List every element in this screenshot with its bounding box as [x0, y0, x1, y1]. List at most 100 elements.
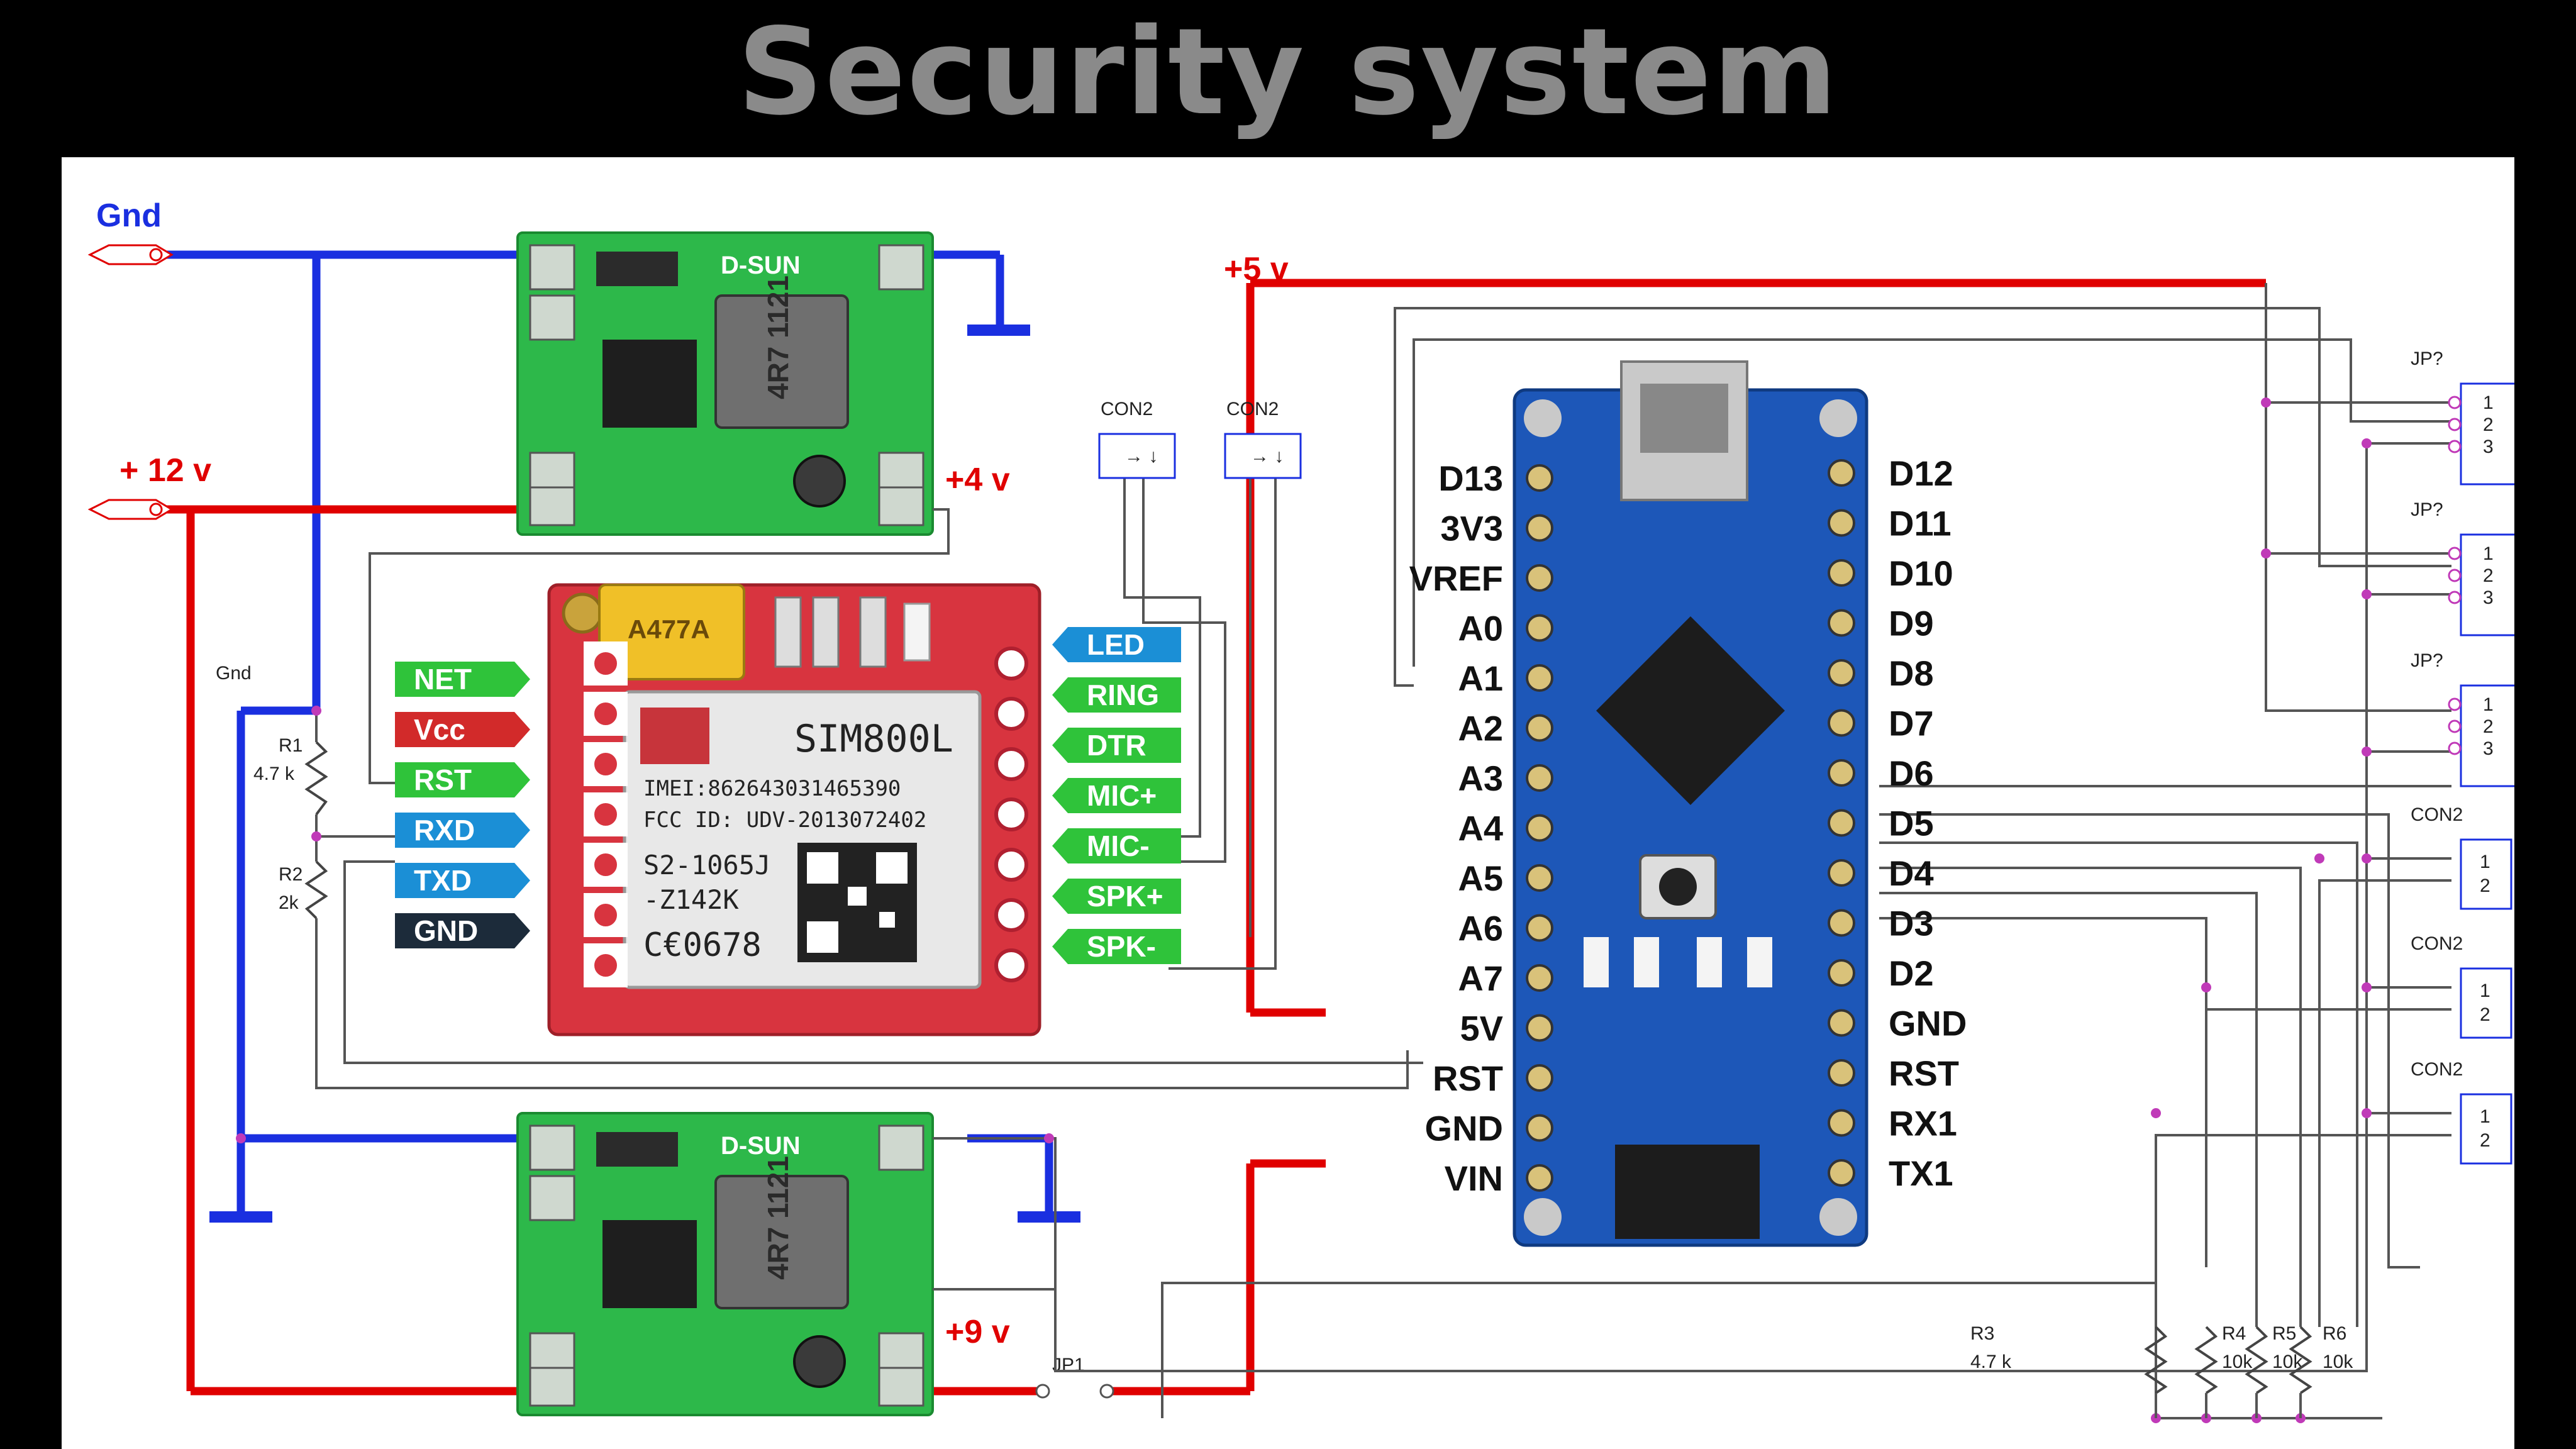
svg-text:10k: 10k	[2323, 1352, 2353, 1372]
jp-pin-number: 2	[2483, 414, 2494, 435]
nano-pin-pad	[1828, 1059, 1855, 1087]
resistor-r1: R1 4.7 k	[253, 735, 328, 816]
jp1-jumper[interactable]	[1035, 1384, 1114, 1399]
con2-top-right[interactable]: → ↓	[1224, 433, 1302, 479]
inductor-marking: 4R7 1121	[762, 275, 794, 399]
con2-pin-number: 1	[2480, 852, 2490, 872]
sim-pad-left-hole	[592, 700, 619, 728]
con2-top-left[interactable]: → ↓	[1098, 433, 1176, 479]
gnd-small-label: Gnd	[216, 663, 252, 684]
svg-text:R2: R2	[279, 864, 303, 885]
nano-pin-pad	[1828, 859, 1855, 887]
nano-pin-a4: A4	[1458, 809, 1503, 848]
nano-pin-a3: A3	[1458, 758, 1503, 798]
nano-pin-d5: D5	[1889, 804, 1934, 843]
sim-pin-label: LED	[1087, 628, 1145, 661]
gnd-label: Gnd	[96, 197, 162, 234]
resistor-r5: R5 10k	[2245, 1323, 2303, 1394]
jp-pin-number: 2	[2483, 565, 2494, 586]
nano-pin-pad	[1526, 614, 1553, 642]
svg-text:4.7 k: 4.7 k	[253, 763, 295, 784]
nano-pin-pad	[1526, 1064, 1553, 1092]
nano-pin-pad	[1526, 464, 1553, 492]
nano-pin-pad	[1526, 814, 1553, 842]
sim800l-module: A477A SIM800L IMEI:862643031465390 FCC I…	[547, 583, 1041, 1036]
jp-connector-label: JP?	[2411, 499, 2443, 520]
svg-text:10k: 10k	[2222, 1352, 2253, 1372]
jp-connector[interactable]: JP?123	[2411, 650, 2514, 787]
buck-converter-top: 4R7 1121 D-SUN	[516, 231, 934, 536]
nano-pin-vref: VREF	[1409, 558, 1503, 598]
nano-pin-d11: D11	[1889, 504, 1951, 543]
ground-symbols	[209, 325, 1080, 1223]
svg-text:R3: R3	[1970, 1323, 1994, 1344]
jp-pin-number: 1	[2483, 543, 2494, 564]
inductor-marking: 4R7 1121	[762, 1156, 794, 1280]
nano-pin-pad	[1828, 1109, 1855, 1137]
nano-pin-d3: D3	[1889, 904, 1934, 943]
sim-pad-right	[994, 697, 1028, 731]
sim-pin-tag-dtr: DTR	[1052, 728, 1181, 763]
sim-pin-label: MIC-	[1087, 830, 1150, 862]
nano-pin-pad	[1828, 809, 1855, 837]
jp-connector[interactable]: JP?123	[2411, 348, 2514, 486]
nano-pin-pad	[1828, 559, 1855, 587]
svg-text:R1: R1	[279, 735, 303, 756]
nano-pin-pad	[1526, 664, 1553, 692]
con2-top-left-label: CON2	[1101, 399, 1153, 419]
sim-pad-left-hole	[592, 851, 619, 879]
sim-pad-left-hole	[592, 750, 619, 778]
nano-pin-pad	[1526, 564, 1553, 592]
sim-pin-tag-rst: RST	[395, 762, 530, 797]
signal-wires	[315, 283, 2451, 1419]
con2-connector-label: CON2	[2411, 1059, 2463, 1080]
svg-text:4.7 k: 4.7 k	[1970, 1352, 2012, 1372]
nano-pin-a5: A5	[1458, 858, 1503, 898]
nano-pin-pad	[1526, 914, 1553, 942]
sim-code: S2-1065J	[643, 850, 770, 880]
resistor-r6: R6 10k	[2289, 1323, 2353, 1394]
nano-pin-d8: D8	[1889, 653, 1934, 693]
schematic-diagram: Gnd + 12 v Gnd 4R7 1121 D-SUN 4R7 1121 D…	[87, 197, 2514, 1423]
sim800l-pads	[584, 641, 1028, 987]
sim-pin-label: Vcc	[414, 713, 465, 746]
sim-pin-tag-vcc: Vcc	[395, 712, 530, 747]
sim-pad-left-hole	[592, 801, 619, 828]
sim-pin-tag-net: NET	[395, 662, 530, 697]
sim-pin-label: GND	[414, 914, 478, 947]
sim-pin-tag-gnd: GND	[395, 913, 530, 948]
jp-pin-number: 2	[2483, 716, 2494, 737]
svg-text:→ ↓: → ↓	[1124, 446, 1158, 467]
gnd-input-terminal[interactable]	[87, 244, 174, 265]
v4-label: +4 v	[945, 462, 1010, 498]
sim-pin-label: RING	[1087, 679, 1159, 711]
v12-input-terminal[interactable]	[87, 499, 174, 520]
sim-pin-tag-led: LED	[1052, 627, 1181, 662]
con2-pin-number: 1	[2480, 1106, 2490, 1127]
con2-pin-number: 2	[2480, 1004, 2490, 1025]
jp-pin-number: 3	[2483, 436, 2494, 457]
nano-pin-pad	[1526, 864, 1553, 892]
buck-converter-bottom: 4R7 1121 D-SUN	[516, 1112, 934, 1416]
nano-pin-a1: A1	[1458, 658, 1503, 698]
v5-label: +5 v	[1224, 251, 1289, 287]
sim-pin-tag-rxd: RXD	[395, 813, 530, 848]
nano-pin-pad	[1526, 1164, 1553, 1192]
sim-pin-label: DTR	[1087, 729, 1146, 762]
sim-pin-tag-mic: MIC+	[1052, 778, 1181, 813]
sim-pin-label: TXD	[414, 864, 472, 897]
nano-pin-pad	[1828, 1009, 1855, 1037]
sim-pad-right	[994, 848, 1028, 882]
converter-brand: D-SUN	[721, 252, 801, 279]
schematic-board: Gnd + 12 v Gnd 4R7 1121 D-SUN 4R7 1121 D…	[62, 157, 2514, 1449]
sim-pad-left-hole	[592, 650, 619, 677]
nano-pin-pad	[1526, 764, 1553, 792]
nano-pin-pad	[1828, 509, 1855, 537]
jp-connector[interactable]: JP?123	[2411, 499, 2514, 636]
sim-ce: C€0678	[643, 926, 762, 964]
